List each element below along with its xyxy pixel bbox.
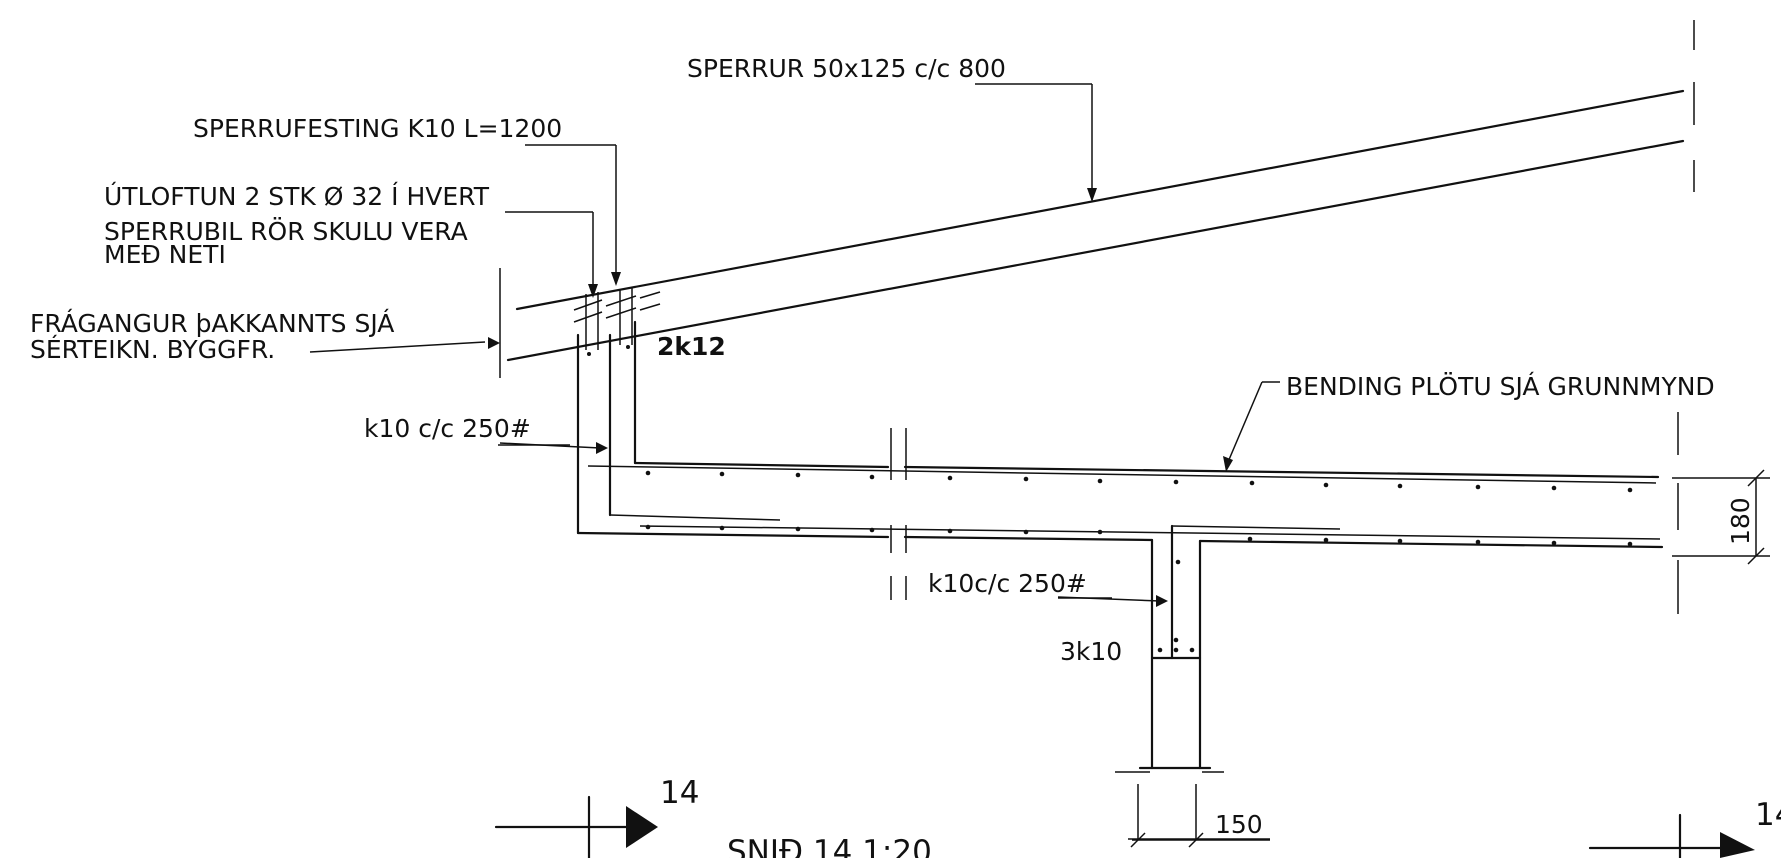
sperrufesting-leader <box>525 144 621 286</box>
rafter <box>506 89 1685 362</box>
vent-pipes <box>573 288 661 350</box>
section-marker-left <box>494 795 658 858</box>
fragangur-label-line2: SÉRTEIKN. BYGGFR. <box>30 335 275 364</box>
slab-rebar-dots <box>645 470 1633 547</box>
dimension-150 <box>1115 771 1270 848</box>
sperrur-leader <box>975 83 1097 202</box>
section-marker-right <box>1588 813 1755 858</box>
section-marker-right-number: 14 <box>1755 797 1781 833</box>
utloftun-label-line1: ÚTLOFTUN 2 STK Ø 32 Í HVERT <box>104 181 490 211</box>
dimension-150-label: 150 <box>1215 810 1263 839</box>
sperrufesting-label: SPERRUFESTING K10 L=1200 <box>193 114 562 143</box>
k10-left-label: k10 c/c 250# <box>364 414 531 443</box>
fragangur-label-line1: FRÁGANGUR þAKKANNTS SJÁ <box>30 309 394 338</box>
slab-break-lines <box>890 428 907 600</box>
k10-left-leader <box>499 442 608 454</box>
floor-slab <box>587 465 1664 549</box>
rebar-3k10-label: 3k10 <box>1060 637 1122 666</box>
k10-mid-label: k10c/c 250# <box>928 569 1087 598</box>
sperrur-label: SPERRUR 50x125 c/c 800 <box>687 54 1006 83</box>
bending-leader <box>1223 381 1280 472</box>
footing-wall <box>1138 524 1212 770</box>
utloftun-label-line3: MEÐ NETI <box>104 240 226 269</box>
section-marker-left-number: 14 <box>660 775 699 811</box>
utloftun-label-line2: SPERRUBIL RÖR SKULU VERA <box>104 217 468 246</box>
section-title: SNIÐ 14 1:20 <box>727 834 932 858</box>
dimension-180 <box>1672 469 1770 565</box>
utloftun-leader <box>505 211 598 298</box>
bending-label: BENDING PLÖTU SJÁ GRUNNMYND <box>1286 372 1715 401</box>
rebar-2k12-label: 2k12 <box>657 332 726 361</box>
label-underlines <box>498 444 1270 840</box>
eave-edge <box>309 268 501 378</box>
wall-upstand <box>576 320 890 539</box>
dimension-180-label: 180 <box>1726 497 1755 545</box>
